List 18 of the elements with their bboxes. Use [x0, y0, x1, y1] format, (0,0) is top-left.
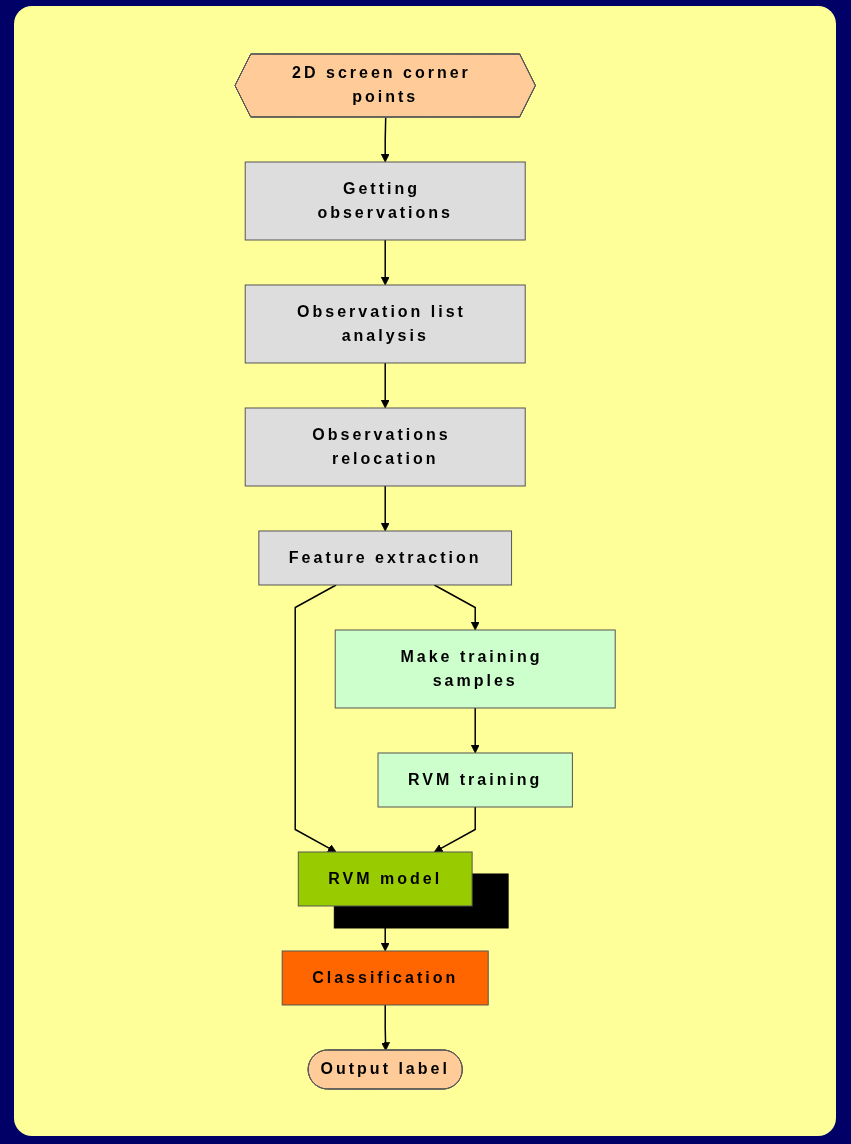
node-box: Classification — [281, 950, 489, 1005]
arrow — [380, 238, 390, 285]
arrow — [380, 116, 390, 162]
arrow — [380, 904, 390, 951]
node-box: RVM training — [377, 752, 573, 807]
arrow — [380, 484, 390, 531]
arrow — [433, 583, 480, 630]
node-box: Getting observations — [244, 161, 526, 240]
arrow — [294, 583, 337, 852]
node-box: Make training samples — [334, 629, 616, 708]
arrow — [381, 1003, 390, 1051]
node-box: Observations relocation — [244, 407, 526, 486]
arrow — [380, 361, 390, 408]
arrow — [470, 706, 480, 753]
arrow — [433, 805, 476, 852]
node-box: Feature extraction — [258, 530, 512, 585]
node-box: Observation list analysis — [244, 284, 526, 363]
node-box: RVM model — [297, 851, 473, 906]
